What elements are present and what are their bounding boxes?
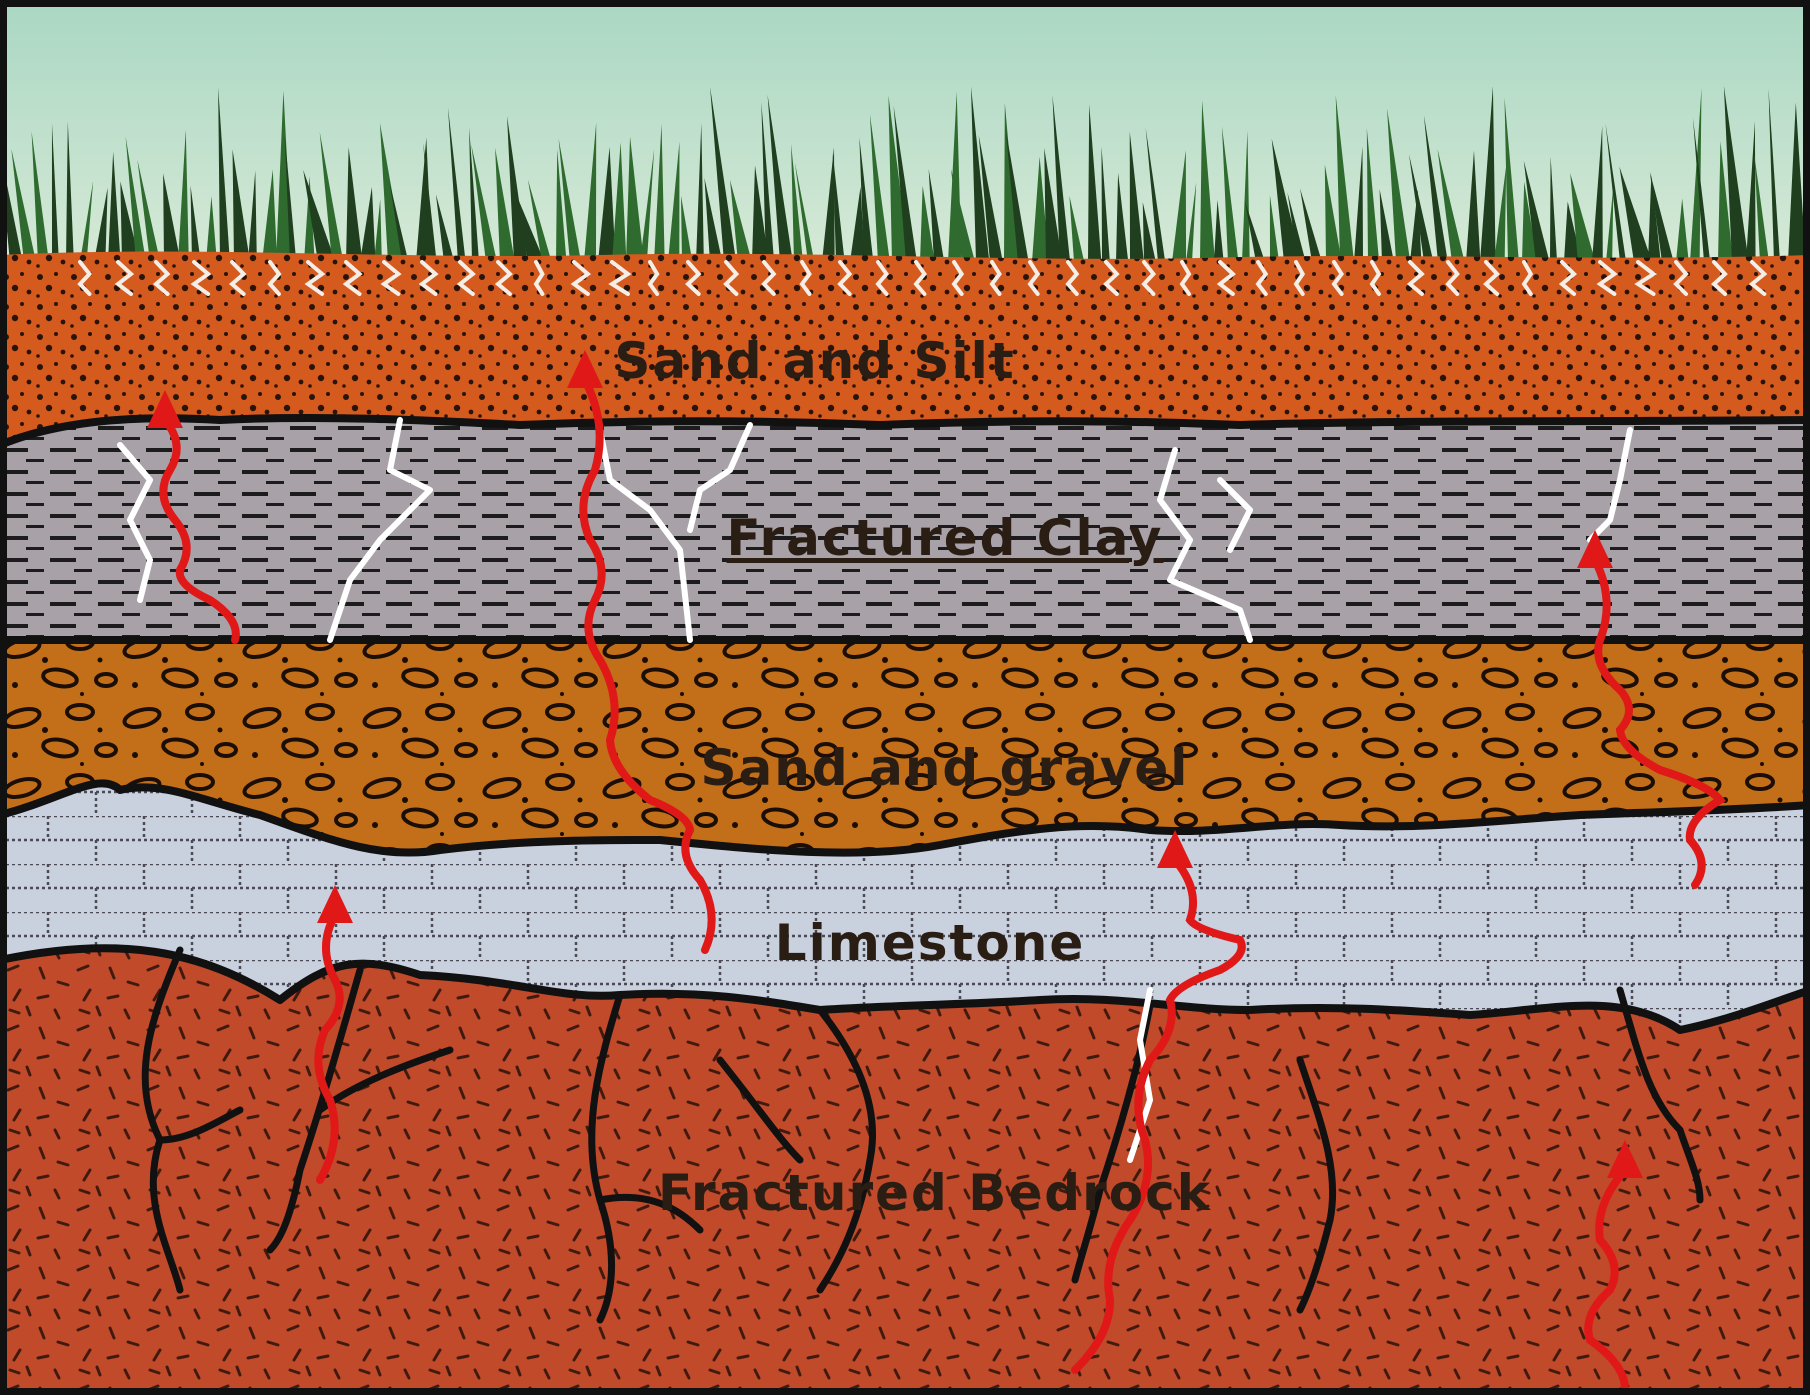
label-limestone: Limestone <box>775 914 1086 972</box>
label-sand-gravel: Sand and gravel <box>701 739 1190 797</box>
label-fractured-bedrock: Fractured Bedrock <box>658 1164 1212 1222</box>
label-sand-silt: Sand and Silt <box>614 332 1015 390</box>
label-fractured-clay: Fractured Clay <box>727 509 1164 567</box>
